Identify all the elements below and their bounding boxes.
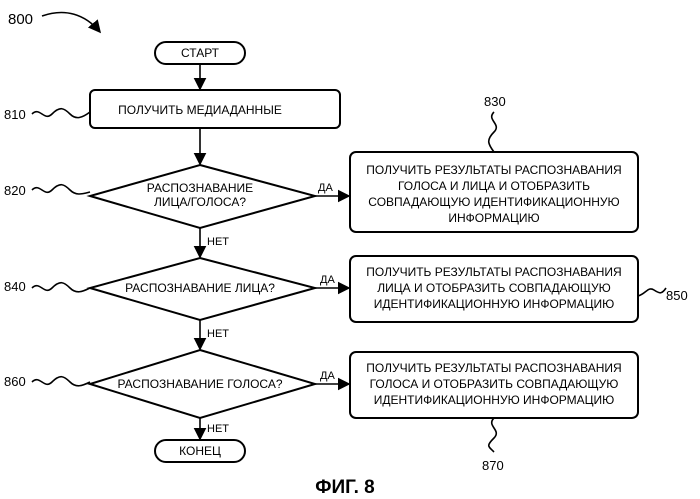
start-label: СТАРТ [181,46,220,60]
yes-label-860: ДА [320,370,335,382]
ref-810-leader [32,109,90,118]
figure-number: 800 [8,11,33,28]
step-830-line3: СОВПАДАЮЩУЮ ИДЕНТИФИКАЦИОННУЮ [368,195,619,209]
figure-pointer-arrow [42,13,100,32]
figure-caption: ФИГ. 8 [315,477,374,498]
ref-820: 820 [4,183,26,198]
step-830-line1: ПОЛУЧИТЬ РЕЗУЛЬТАТЫ РАСПОЗНАВАНИЯ [366,163,621,177]
ref-860-leader [32,377,90,386]
decision-820-line1: РАСПОЗНАВАНИЕ [147,181,253,195]
step-810-text: ПОЛУЧИТЬ МЕДИАДАННЫЕ [118,103,282,117]
no-label-840: НЕТ [207,328,229,340]
ref-850: 850 [666,288,688,303]
ref-840: 840 [4,279,26,294]
end-label: КОНЕЦ [179,444,221,458]
no-label-820: НЕТ [207,236,229,248]
ref-830-leader [489,112,497,152]
ref-870-leader [489,418,497,452]
ref-860: 860 [4,374,26,389]
ref-840-leader [32,283,90,292]
decision-840-text: РАСПОЗНАВАНИЕ ЛИЦА? [125,281,275,295]
ref-870: 870 [482,458,504,473]
decision-820-line2: ЛИЦА/ГОЛОСА? [154,195,246,209]
step-870-line3: ИДЕНТИФИКАЦИОННУЮ ИНФОРМАЦИЮ [374,393,615,407]
yes-label-840: ДА [320,274,335,286]
ref-810: 810 [4,107,26,122]
step-830-line4: ИНФОРМАЦИЮ [448,211,539,225]
no-label-860: НЕТ [207,423,229,435]
step-830-line2: ГОЛОСА И ЛИЦА И ОТОБРАЗИТЬ [398,179,590,193]
yes-label-820: ДА [318,182,333,194]
ref-830: 830 [484,94,506,109]
ref-820-leader [32,185,90,194]
ref-850-leader [638,288,666,296]
step-850-line1: ПОЛУЧИТЬ РЕЗУЛЬТАТЫ РАСПОЗНАВАНИЯ [366,265,621,279]
decision-860-text: РАСПОЗНАВАНИЕ ГОЛОСА? [117,377,282,391]
step-870-line2: ГОЛОСА И ОТОБРАЗИТЬ СОВПАДАЮЩУЮ [370,377,619,391]
step-850-line2: ЛИЦА И ОТОБРАЗИТЬ СОВПАДАЮЩУЮ [377,281,611,295]
step-850-line3: ИДЕНТИФИКАЦИОННУЮ ИНФОРМАЦИЮ [374,297,615,311]
step-870-line1: ПОЛУЧИТЬ РЕЗУЛЬТАТЫ РАСПОЗНАВАНИЯ [366,361,621,375]
